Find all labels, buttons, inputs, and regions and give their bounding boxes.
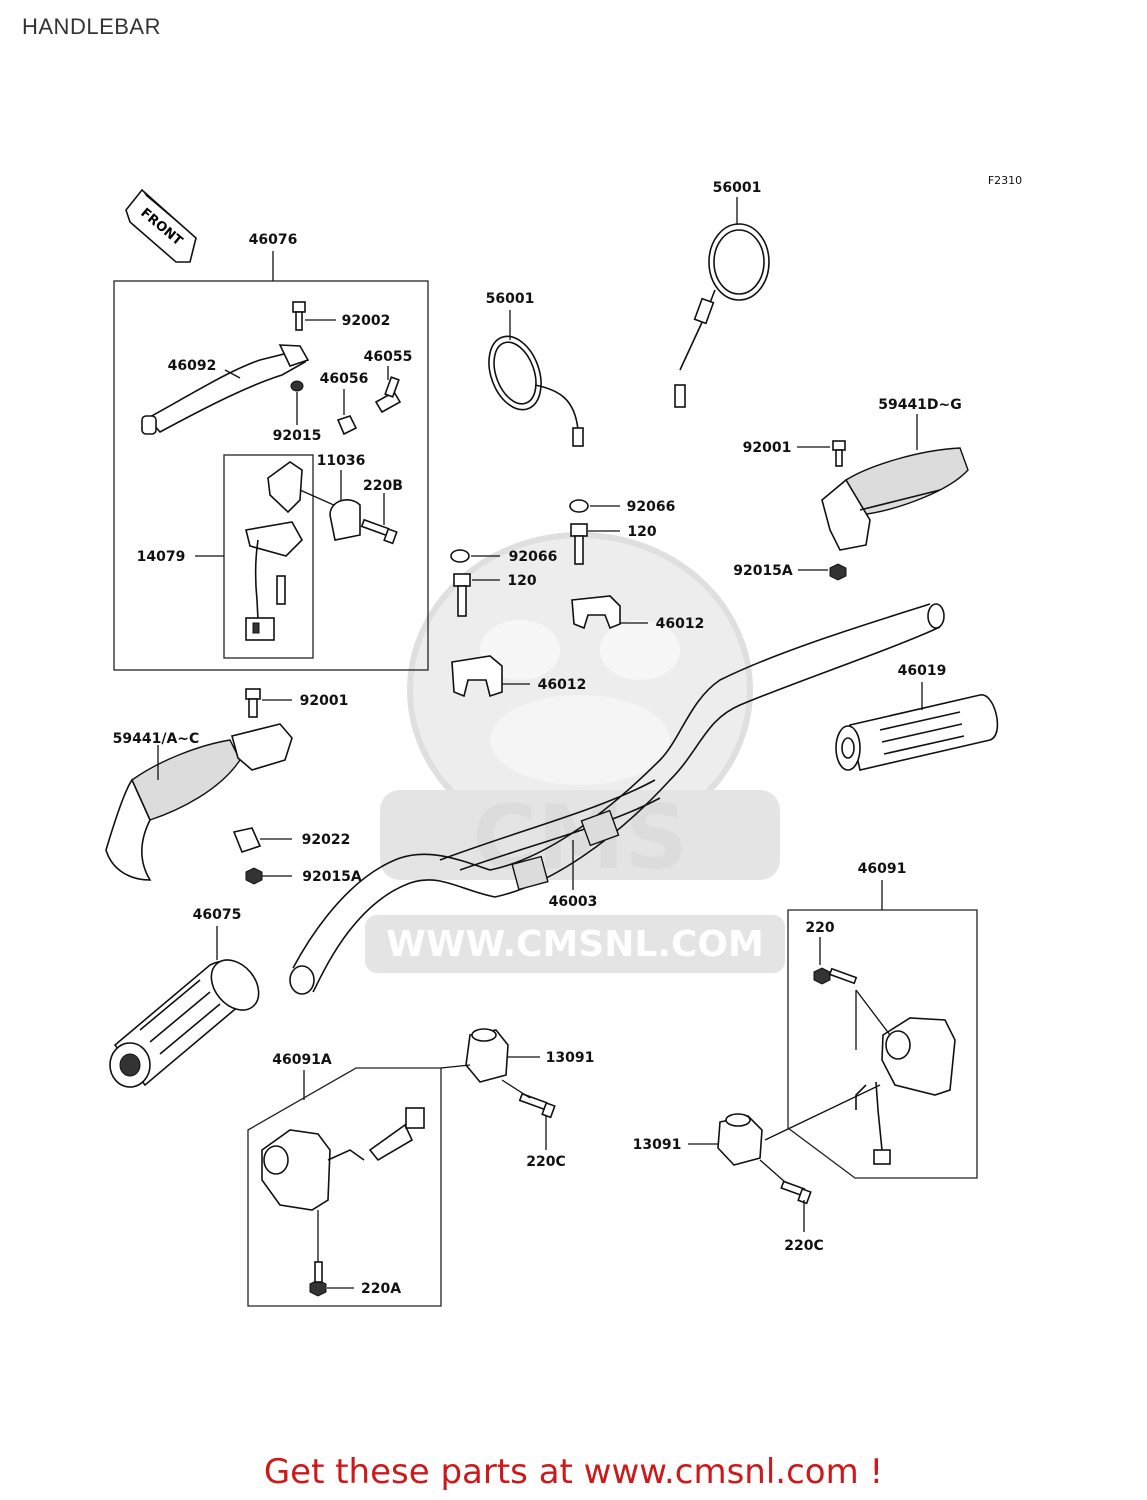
label-92015A-left: 92015A [302,869,362,885]
label-92022: 92022 [302,832,351,848]
label-120-a: 120 [627,524,656,540]
label-11036: 11036 [317,453,366,469]
switch-housing-right [855,1017,956,1165]
label-56001-left: 56001 [486,291,535,307]
label-46055: 46055 [364,349,413,365]
screw-220C-right [780,1180,812,1205]
bolt-120-a [570,523,588,565]
label-46003: 46003 [549,894,598,910]
watermark-brand-bar [380,790,780,880]
label-92001-right: 92001 [743,440,792,456]
grip-right [835,694,999,771]
bolt-120-b [453,573,471,617]
label-46012-b: 46012 [538,677,587,693]
clamp-11036 [329,499,361,541]
label-92001-left: 92001 [300,693,349,709]
label-92015A-right: 92015A [733,563,793,579]
screw-220A [309,1261,327,1297]
label-59441DG: 59441D~G [878,397,962,413]
label-220C-b: 220C [784,1238,824,1254]
label-46076: 46076 [249,232,298,248]
washer-92066-b [450,549,470,563]
label-46075: 46075 [193,907,242,923]
nut-92015 [290,380,304,392]
label-220: 220 [805,920,834,936]
hand-guard-left [105,688,293,885]
right-switch-frame [787,909,978,1179]
watermark-brand: CMS [472,786,688,889]
adjuster-46055 [374,376,402,414]
front-arrow-icon: FRONT [125,188,198,263]
label-46092: 46092 [168,358,217,374]
watermark-url-bar [365,915,785,973]
clamp-13091-left [465,1028,509,1083]
label-92066-a: 92066 [627,499,676,515]
label-92066-b: 92066 [509,549,558,565]
page-title: HANDLEBAR [22,14,161,39]
grip-left [109,959,260,1088]
bolt-92002 [292,301,306,331]
clamp-46012-b [451,655,503,698]
label-46019: 46019 [898,663,947,679]
label-92015: 92015 [273,428,322,444]
switch-housing-left [261,1107,425,1211]
handlebar [289,603,945,995]
watermark-url: WWW.CMSNL.COM [386,924,764,965]
washer-92066-a [569,499,589,513]
label-13091-a: 13091 [546,1050,595,1066]
screw-220C-left [518,1092,556,1119]
hand-guard-right [821,440,969,581]
label-59441AC: 59441/A~C [113,731,200,747]
clamp-46012-a [571,595,621,630]
label-46091A: 46091A [272,1052,332,1068]
clutch-lever [141,344,310,435]
label-92002: 92002 [342,313,391,329]
clamp-13091-right [717,1113,763,1166]
label-13091-b: 13091 [633,1137,682,1153]
label-220C-a: 220C [526,1154,566,1170]
figure-code: F2310 [988,174,1022,187]
footer-banner[interactable]: Get these parts at www.cmsnl.com ! [263,1452,884,1492]
label-56001-right: 56001 [713,180,762,196]
screw-220B [360,518,398,545]
label-46012-a: 46012 [656,616,705,632]
label-14079: 14079 [137,549,186,565]
lever-assembly-frame [113,280,429,671]
left-switch-frame [247,1067,442,1307]
screw-220 [813,967,858,985]
label-220A: 220A [361,1281,401,1297]
mirror-left [488,335,584,447]
label-46091: 46091 [858,861,907,877]
watermark-logo: CMS WWW.CMSNL.COM [365,532,785,973]
lever-holder [245,461,303,641]
mirror-right [674,223,770,408]
label-220B: 220B [363,478,403,494]
nut-46056 [336,415,358,436]
label-120-b: 120 [507,573,536,589]
label-46056: 46056 [320,371,369,387]
